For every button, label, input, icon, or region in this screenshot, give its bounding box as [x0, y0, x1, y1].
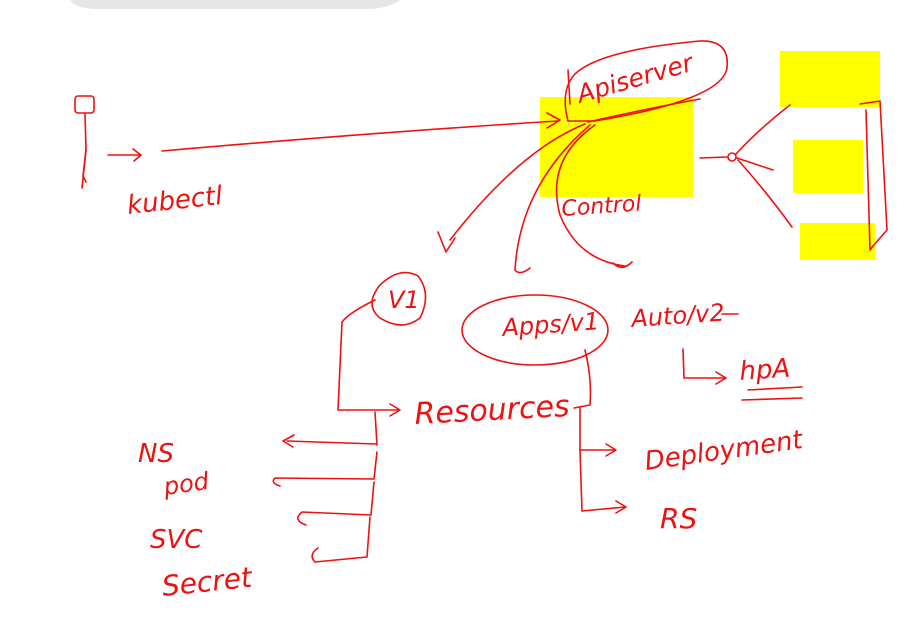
toolbar-shadow: [70, 0, 400, 9]
control-label: Control: [561, 191, 643, 222]
apps-v1-label: Apps/v1: [499, 307, 600, 342]
highlight-node-3: [800, 223, 875, 260]
secret-label: Secret: [160, 561, 254, 603]
hpa-underline-2: [741, 397, 803, 401]
deployment-label: Deployment: [643, 425, 805, 477]
hpa-label: hpA: [738, 354, 791, 387]
ns-label: NS: [138, 439, 174, 469]
link-node-2: [736, 157, 774, 171]
user-arrow: [107, 148, 142, 162]
stick-figure-icon: [74, 95, 95, 189]
auto-to-hpa-arrow: [682, 348, 727, 385]
link-node-3: [737, 159, 793, 228]
pod-label: pod: [161, 467, 211, 501]
resources-label: Resources: [414, 389, 571, 432]
control-to-nodes-line: [699, 156, 728, 159]
v1-to-resources: [337, 299, 401, 417]
kubectl-label: kubectl: [126, 181, 225, 221]
ns-arrow: [282, 434, 377, 448]
auto-v2-label: Auto/v2: [628, 299, 725, 334]
branch-to-v1: [437, 123, 586, 253]
apps-v1-oval: [461, 294, 609, 366]
svc-arrow: [297, 481, 375, 526]
pod-arrow: [272, 451, 378, 487]
junction-dot: [727, 152, 737, 162]
highlight-control-plane: [540, 97, 693, 197]
branch-to-control: [587, 98, 701, 123]
apps-to-resources: [573, 349, 592, 409]
deployment-arrow: [579, 407, 617, 457]
resources-bracket-left: [374, 411, 378, 446]
apiserver-tick: [567, 69, 571, 105]
v1-label: V1: [388, 286, 420, 314]
hpa-underline-1: [747, 386, 803, 391]
apiserver-balloon: [564, 40, 729, 122]
branch-to-apps: [514, 124, 591, 274]
node-bracket: [859, 100, 888, 251]
rs-label: RS: [660, 502, 697, 535]
v1-circle: [371, 271, 427, 326]
rs-arrow: [579, 449, 627, 514]
highlight-node-2: [793, 140, 863, 193]
highlight-node-1: [780, 51, 880, 107]
branch-to-auto: [555, 124, 633, 269]
secret-arrow: [311, 516, 371, 563]
kubectl-to-apiserver-arrow: [161, 112, 561, 152]
link-node-1: [735, 104, 791, 155]
svc-label: SVC: [150, 525, 203, 555]
